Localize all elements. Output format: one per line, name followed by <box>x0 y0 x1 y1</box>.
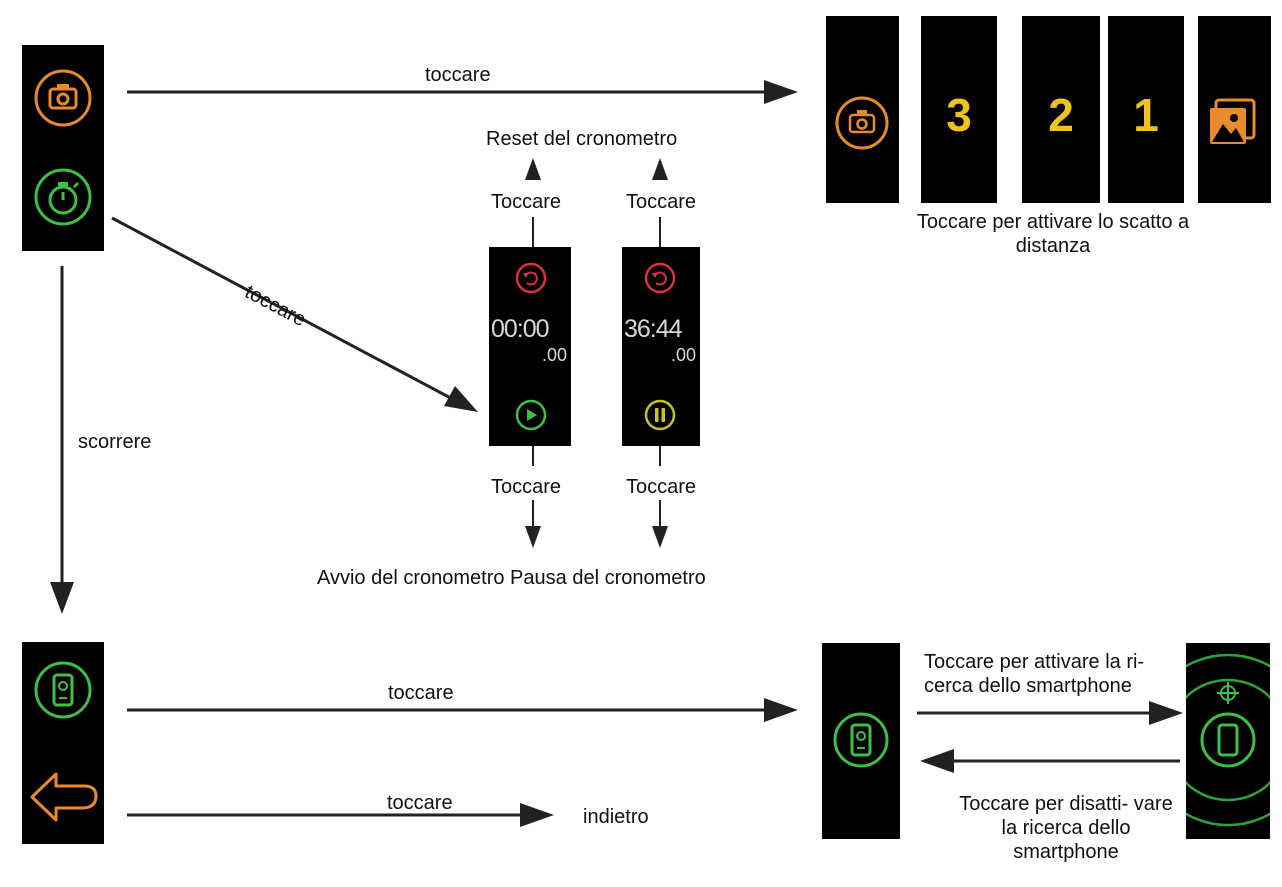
countdown-screen-3: 3 <box>921 16 997 203</box>
stopwatch-screen-idle: 00:00 .00 <box>489 247 571 446</box>
menu-screen-bottom-icons <box>30 661 98 822</box>
stopwatch-icon[interactable] <box>34 168 92 226</box>
camera-icon[interactable] <box>826 16 899 203</box>
arrowhead <box>764 698 798 722</box>
stopwatch-time: 00:00 <box>491 315 550 343</box>
phone-icon[interactable] <box>34 661 92 719</box>
label-toccare-reset-2: Toccare <box>626 191 697 213</box>
shutter-camera-screen <box>826 16 899 203</box>
stopwatch-fraction: .00 <box>541 345 567 365</box>
finding-phone-icons <box>1186 653 1270 827</box>
arrowhead <box>520 803 554 827</box>
back-arrow-icon[interactable] <box>30 772 98 822</box>
countdown-screen-2: 2 <box>1022 16 1100 203</box>
arrowhead <box>525 158 541 180</box>
menu-screen-bottom <box>22 642 104 844</box>
label-toccare-phone: toccare <box>388 682 454 704</box>
label-toccare-pause: Toccare <box>626 476 697 498</box>
stopwatch-fraction: .00 <box>670 345 696 365</box>
arrow-stopwatch-to-timer <box>111 216 461 405</box>
label-find-phone-off: Toccare per disatti- vare la ricerca del… <box>959 793 1173 863</box>
countdown-digit: 3 <box>946 89 972 141</box>
stopwatch-screen-running-icons <box>644 262 676 431</box>
countdown-digit: 2 <box>1048 89 1074 141</box>
finding-phone-screen <box>1186 643 1270 839</box>
arrowhead <box>652 158 668 180</box>
arrowhead <box>1149 701 1183 725</box>
arrowhead <box>652 526 668 548</box>
play-icon[interactable] <box>515 399 547 431</box>
label-start-pause: Avvio del cronometro Pausa del cronometr… <box>317 567 706 589</box>
phone-icon[interactable] <box>1200 712 1256 768</box>
label-indietro: indietro <box>583 806 649 828</box>
arrowhead <box>764 80 798 104</box>
menu-screen-top <box>22 45 104 251</box>
arrowhead <box>50 582 74 614</box>
pause-icon[interactable] <box>644 399 676 431</box>
stopwatch-screen-idle-icons <box>515 262 547 431</box>
reset-icon[interactable] <box>644 262 676 294</box>
arrowhead <box>920 749 954 773</box>
label-toccare-back: toccare <box>387 792 453 814</box>
stopwatch-time: 36:44 <box>624 315 683 343</box>
label-scorrere: scorrere <box>78 431 152 453</box>
crosshair-icon <box>1217 682 1239 704</box>
gallery-screen <box>1198 16 1271 203</box>
gallery-icon[interactable] <box>1198 16 1271 203</box>
reset-icon[interactable] <box>515 262 547 294</box>
label-remote-shutter: Toccare per attivare lo scatto a distanz… <box>916 211 1190 257</box>
countdown-screen-1: 1 <box>1108 16 1184 203</box>
label-toccare-start: Toccare <box>491 476 562 498</box>
menu-screen-top-icons <box>34 69 92 226</box>
label-reset: Reset del cronometro <box>486 128 678 150</box>
label-find-phone-on: Toccare per attivare la ri- cerca dello … <box>924 651 1145 697</box>
arrowhead <box>525 526 541 548</box>
find-phone-screen <box>822 643 900 839</box>
label-toccare-reset-1: Toccare <box>491 191 562 213</box>
phone-icon[interactable] <box>822 643 900 839</box>
arrowhead <box>444 386 478 412</box>
stopwatch-screen-running: 36:44 .00 <box>622 247 700 446</box>
label-toccare-camera: toccare <box>425 64 491 86</box>
camera-icon[interactable] <box>34 69 92 127</box>
countdown-digit: 1 <box>1133 89 1159 141</box>
